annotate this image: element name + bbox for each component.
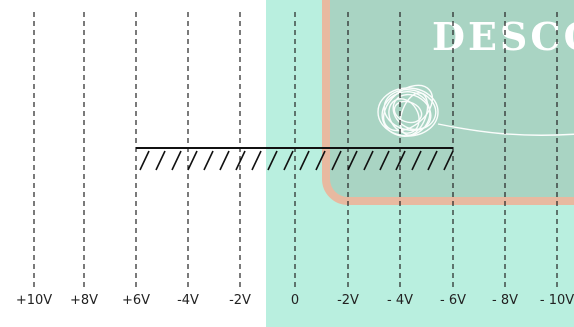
voltage-label: +8V — [69, 293, 99, 308]
voltage-label: - 4V — [387, 293, 413, 308]
hatch-stroke — [299, 150, 310, 171]
hatch-stroke — [331, 150, 342, 171]
hatch-stroke — [219, 150, 230, 171]
hatch-stroke — [235, 150, 246, 171]
voltage-label: - 8V — [492, 293, 518, 308]
hatch-stroke — [347, 150, 358, 171]
voltage-label: - 6V — [440, 293, 466, 308]
chalkboard — [322, 0, 574, 205]
hatch-stroke — [203, 150, 214, 171]
hatch-stroke — [139, 150, 150, 171]
chalk-scribble — [377, 84, 574, 137]
voltage-label: +6V — [121, 293, 151, 308]
hatch-stroke — [283, 150, 294, 171]
voltage-label: -4V — [177, 293, 199, 308]
hatch-stroke — [315, 150, 326, 171]
hatch-stroke — [379, 150, 390, 171]
hatch-stroke — [395, 150, 406, 171]
board-title: DESCO — [432, 14, 574, 59]
voltage-label: -2V — [337, 293, 359, 308]
hatch-stroke — [267, 150, 278, 171]
voltage-label: - 10V — [539, 293, 574, 308]
hatch-stroke — [363, 150, 374, 171]
hatch-stroke — [171, 150, 182, 171]
voltage-label: +10V — [15, 293, 53, 308]
voltage-label: 0 — [290, 293, 300, 308]
hatch-stroke — [187, 150, 198, 171]
hatch-stroke — [427, 150, 438, 171]
hatch-stroke — [411, 150, 422, 171]
voltage-label: -2V — [229, 293, 251, 308]
hatch-stroke — [155, 150, 166, 171]
hatch-stroke — [443, 150, 454, 171]
hatch-stroke — [251, 150, 262, 171]
